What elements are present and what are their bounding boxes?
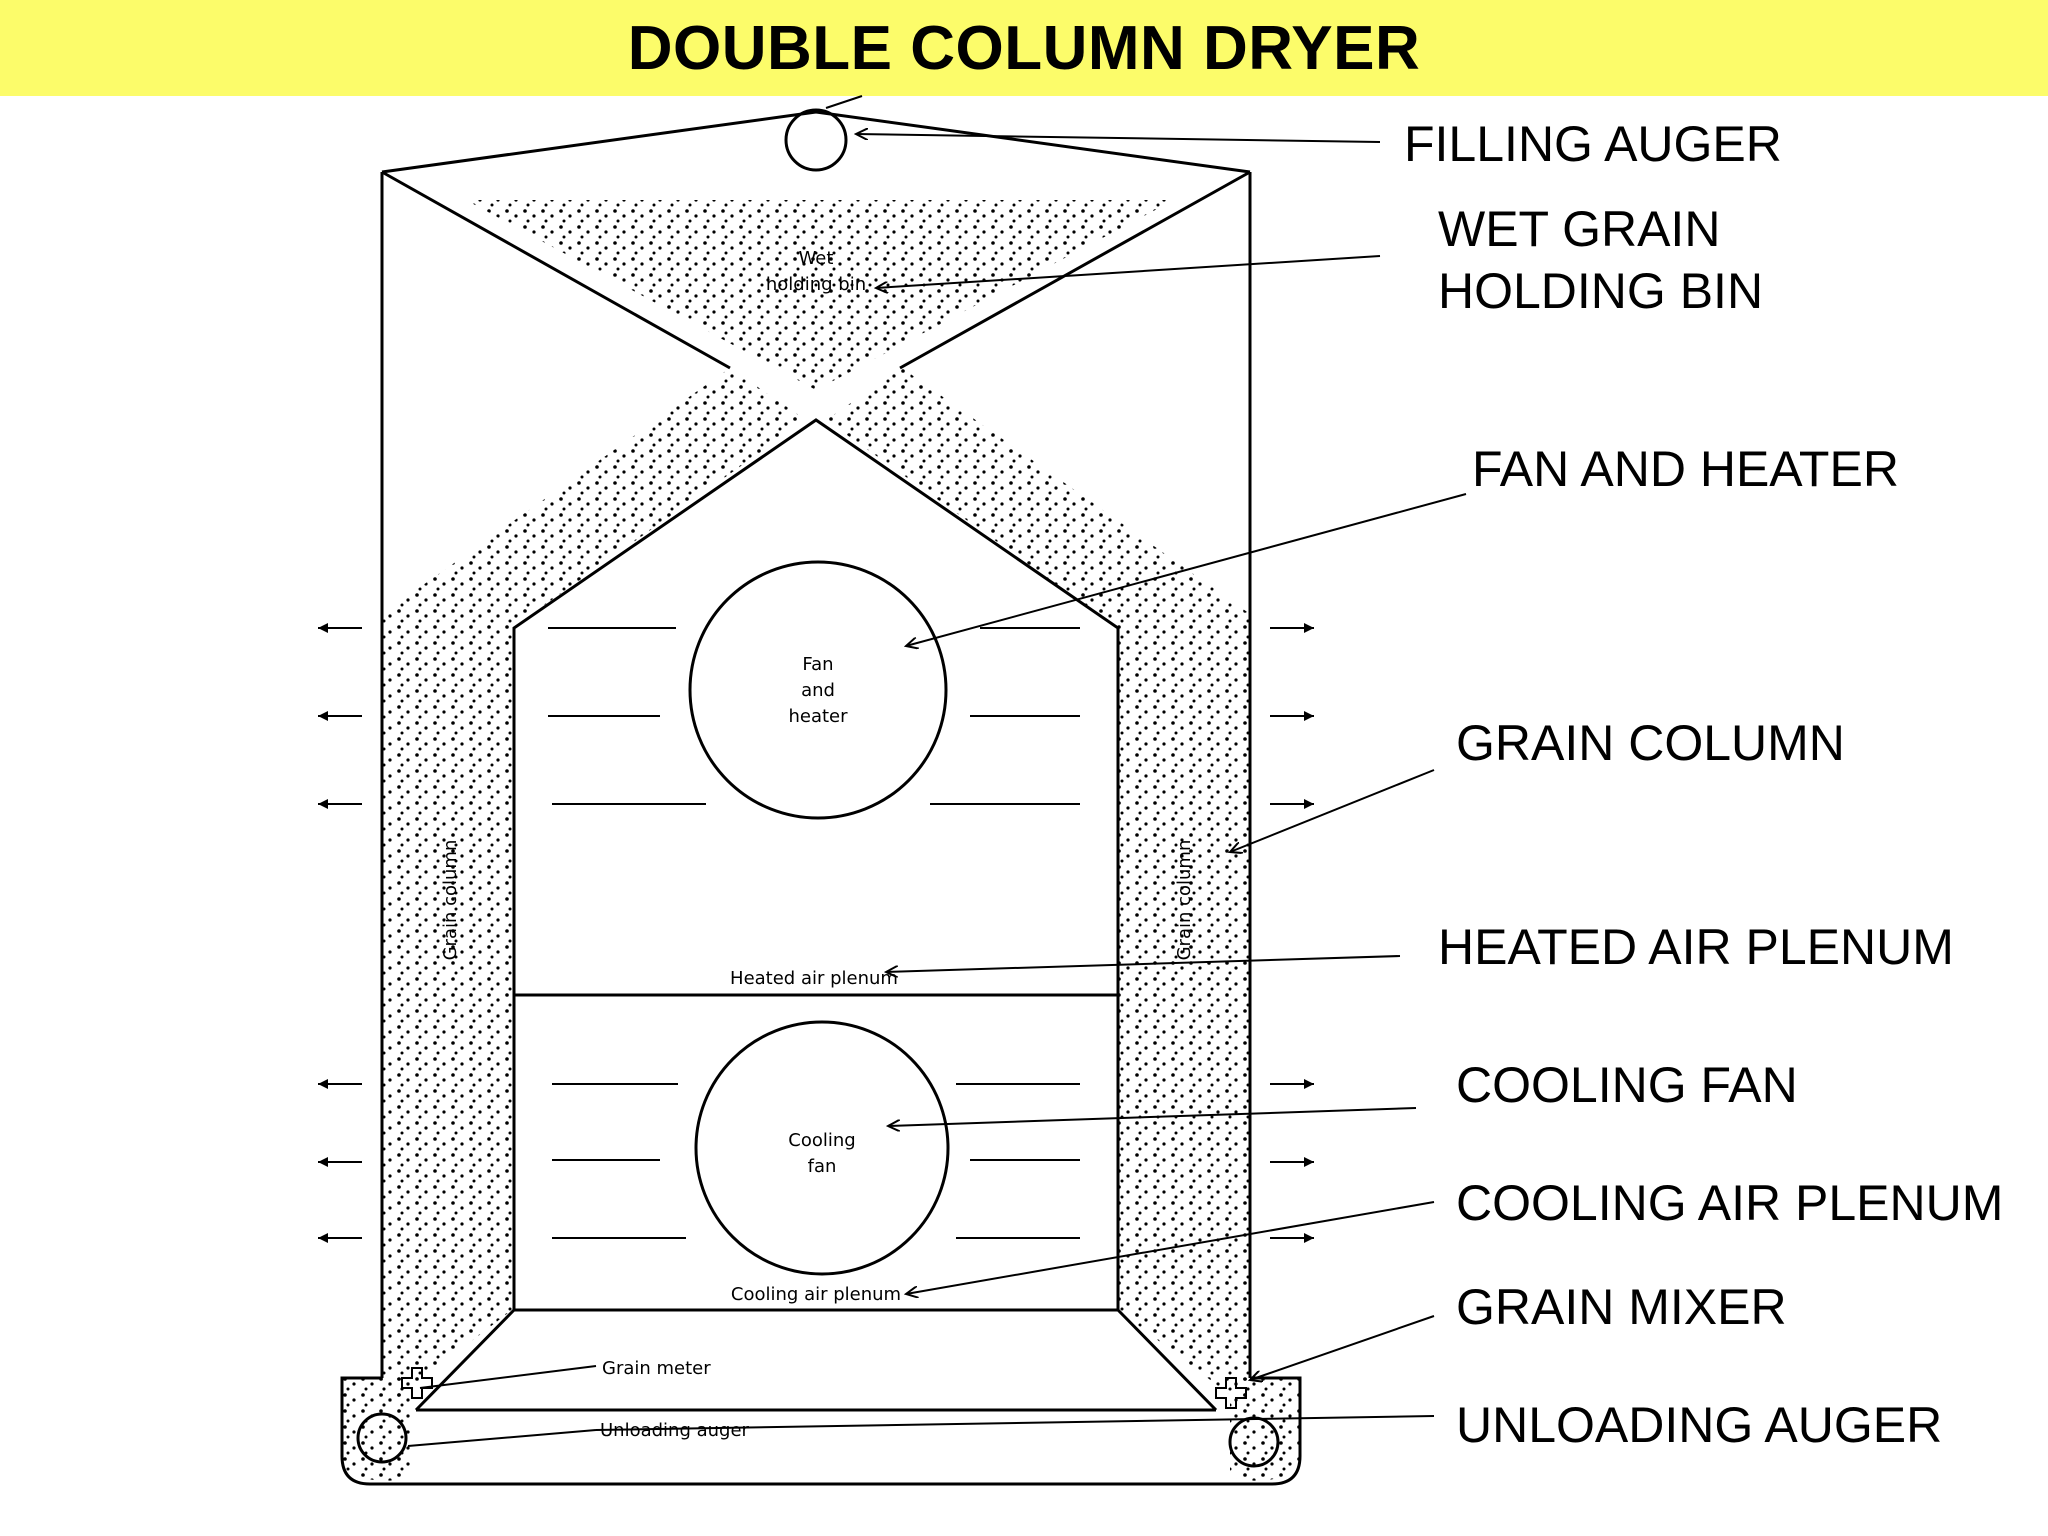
callout-filling-auger: FILLING AUGER — [1404, 116, 1782, 172]
callout-wet-grain-1: WET GRAIN — [1438, 201, 1720, 257]
feed-tick — [825, 95, 863, 109]
left-unloading-auger — [356, 1412, 408, 1464]
cooling-fan-label-1: Cooling — [788, 1130, 855, 1151]
callout-wet-grain-2: HOLDING BIN — [1438, 263, 1763, 319]
callout-fan-heater: FAN AND HEATER — [1472, 441, 1899, 497]
cooling-plenum-inner-label: Cooling air plenum — [731, 1284, 901, 1305]
wet-bin-label-2: holding bin — [766, 274, 866, 295]
unloading-auger-inner-leader — [407, 1429, 597, 1447]
callout-cooling-plenum: COOLING AIR PLENUM — [1456, 1175, 2003, 1231]
right-grain-mixer — [1215, 1377, 1247, 1409]
title-bar: DOUBLE COLUMN DRYER — [0, 0, 2048, 96]
filling-auger-circle — [784, 108, 848, 172]
grain-column-left-label: Grain column — [440, 840, 461, 961]
grain-fill — [342, 200, 1300, 1481]
callout-grain-mixer: GRAIN MIXER — [1456, 1279, 1787, 1335]
fan-label-3: heater — [788, 706, 848, 727]
callout-heated-plenum: HEATED AIR PLENUM — [1438, 919, 1954, 975]
fan-label-1: Fan — [802, 654, 833, 675]
cooling-fan-circle — [694, 1020, 950, 1276]
exhaust-arrows — [318, 623, 1314, 1243]
dryer-structure — [340, 110, 1302, 1486]
callout-cooling-fan: COOLING FAN — [1456, 1057, 1798, 1113]
air-flow-lines — [548, 627, 1080, 1239]
wet-bin-label-1: Wet — [799, 248, 834, 269]
fan-heater-circle — [688, 560, 948, 820]
grain-meter-inner-label: Grain meter — [602, 1358, 711, 1379]
left-grain-mixer — [401, 1367, 433, 1399]
grain-meter-leader — [419, 1365, 597, 1389]
grain-column-right-label: Grain column — [1174, 840, 1195, 961]
callout-grain-column: GRAIN COLUMN — [1456, 715, 1845, 771]
fan-label-2: and — [801, 680, 835, 701]
unloading-auger-inner-label: Unloading auger — [600, 1420, 750, 1441]
page-title: DOUBLE COLUMN DRYER — [627, 13, 1421, 83]
callout-unloading-auger: UNLOADING AUGER — [1456, 1397, 1942, 1453]
callout-leaders — [595, 134, 1467, 1431]
right-unloading-auger — [1228, 1416, 1280, 1468]
heated-plenum-inner-label: Heated air plenum — [730, 968, 898, 989]
cooling-fan-label-2: fan — [808, 1156, 837, 1177]
